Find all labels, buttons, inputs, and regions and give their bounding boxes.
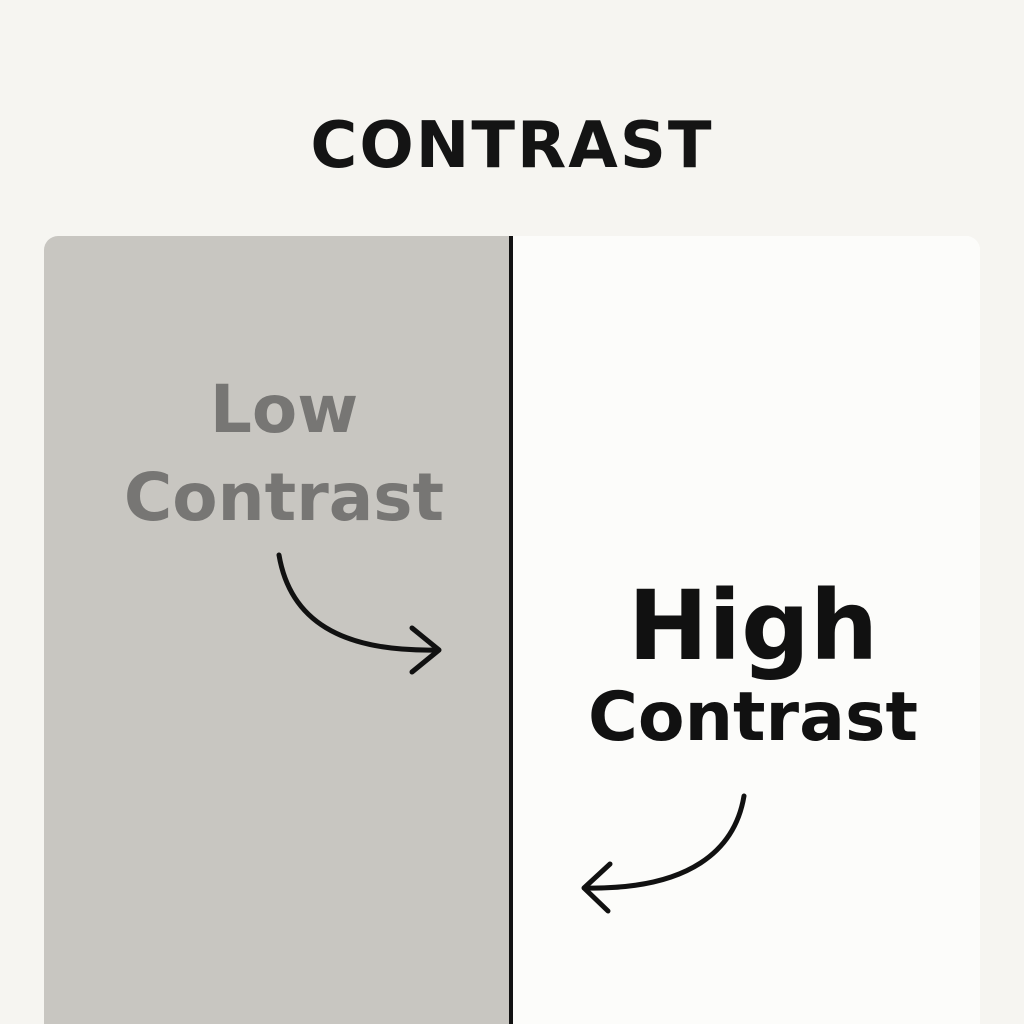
curved-arrow-right-icon <box>276 552 442 675</box>
low-contrast-panel: Low Contrast <box>44 236 509 1024</box>
panel-divider <box>509 236 513 1024</box>
low-label-line-1: Low <box>209 371 359 448</box>
low-contrast-label: Low Contrast <box>104 366 464 542</box>
high-contrast-label: High Contrast <box>543 576 963 760</box>
high-label-line-2: Contrast <box>588 678 918 757</box>
high-label-line-1: High <box>627 570 879 682</box>
curved-arrow-left-icon <box>581 793 747 914</box>
contrast-comparison-card: Low Contrast High Contrast <box>44 236 980 1024</box>
low-label-line-2: Contrast <box>123 459 445 536</box>
page-title: CONTRAST <box>310 109 714 183</box>
